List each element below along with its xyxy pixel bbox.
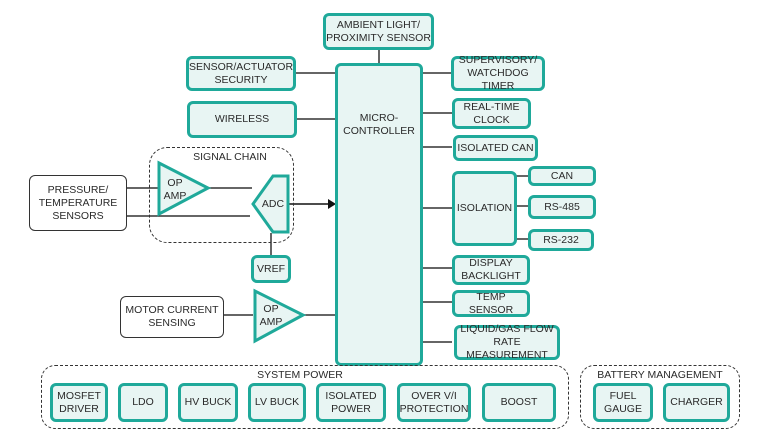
signal-chain-title: SIGNAL CHAIN — [193, 151, 267, 163]
real-time-clock: REAL-TIME CLOCK — [452, 98, 531, 129]
battery-management-group — [580, 365, 740, 429]
motor-op-amp-label: OP AMP — [259, 303, 283, 328]
battery-fuel-gauge: FUEL GAUGE — [593, 383, 653, 422]
adc-shape — [251, 174, 290, 234]
liquid-gas-flow-measurement: LIQUID/GAS FLOW RATE MEASUREMENT — [454, 323, 560, 361]
power-over-vi-protection: OVER V/I PROTECTION — [397, 383, 471, 422]
sensor-actuator-security: SENSOR/ACTUATOR SECURITY — [186, 56, 296, 91]
power-boost: BOOST — [482, 383, 556, 422]
temp-sensor: TEMP SENSOR — [452, 290, 530, 317]
motor-op-amp-triangle — [253, 288, 307, 344]
adc-label: ADC — [261, 198, 285, 210]
arrow-head — [328, 199, 336, 209]
battery-charger: CHARGER — [663, 383, 730, 422]
supervisory-watchdog-timer: SUPERVISORY/ WATCHDOG TIMER — [451, 54, 545, 92]
power-mosfet-driver: MOSFET DRIVER — [50, 383, 108, 422]
vref: VREF — [251, 255, 291, 283]
display-backlight: DISPLAY BACKLIGHT — [452, 255, 530, 285]
wireless: WIRELESS — [187, 101, 297, 138]
system-power-title: SYSTEM POWER — [257, 369, 343, 381]
system-power-group — [41, 365, 569, 429]
battery-management-title: BATTERY MANAGEMENT — [597, 369, 723, 381]
microcontroller: MICRO- CONTROLLER — [335, 63, 423, 366]
isolation-can: CAN — [528, 166, 596, 186]
power-isolated: ISOLATED POWER — [316, 383, 386, 422]
pressure-temperature-sensors: PRESSURE/ TEMPERATURE SENSORS — [29, 175, 127, 231]
isolation-rs232: RS-232 — [528, 229, 594, 251]
ambient-light-sensor: AMBIENT LIGHT/ PROXIMITY SENSOR — [323, 13, 434, 50]
isolated-can: ISOLATED CAN — [453, 135, 538, 161]
power-hv-buck: HV BUCK — [178, 383, 238, 422]
op-amp-triangle — [157, 160, 212, 217]
signal-chain-group — [149, 147, 294, 243]
op-amp-label: OP AMP — [163, 177, 187, 202]
power-lv-buck: LV BUCK — [248, 383, 306, 422]
isolation: ISOLATION — [452, 171, 517, 246]
power-ldo: LDO — [118, 383, 168, 422]
motor-current-sensing: MOTOR CURRENT SENSING — [120, 296, 224, 338]
isolation-rs485: RS-485 — [528, 195, 596, 219]
